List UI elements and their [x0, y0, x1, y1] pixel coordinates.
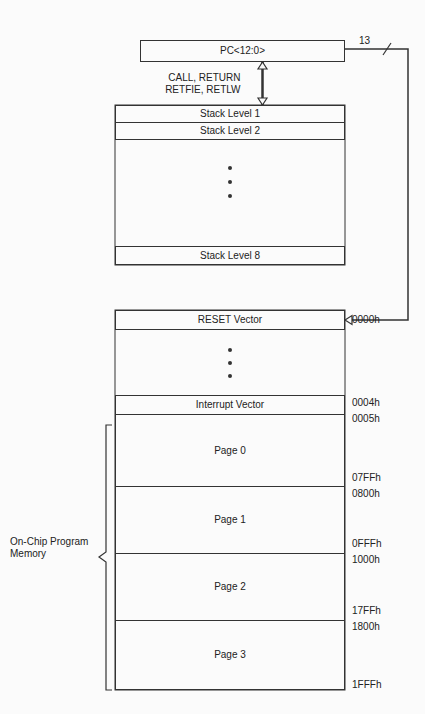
region-label: On-Chip Program Memory: [10, 536, 92, 559]
memory-row: Page 1: [115, 486, 345, 554]
address-label: 0000h: [352, 314, 380, 326]
memory-row: Stack Level 1: [115, 105, 345, 123]
address-label: 1000h: [352, 554, 380, 566]
address-label: 1FFFh: [352, 679, 381, 691]
node-text: Stack Level 8: [200, 250, 260, 262]
bus-slash: [383, 43, 391, 55]
stack-ellipsis: [228, 166, 232, 198]
memory-row: RESET Vector: [115, 310, 345, 330]
address-label: 0FFFh: [352, 538, 381, 550]
address-label: 0800h: [352, 488, 380, 500]
node-text: RESET Vector: [198, 314, 262, 326]
node-text: Stack Level 1: [200, 108, 260, 120]
address-bus: [345, 43, 408, 325]
edge-label: 13: [359, 35, 383, 47]
memory-row: Stack Level 2: [115, 122, 345, 140]
address-label: 1800h: [352, 621, 380, 633]
node-text: PC<12:0>: [220, 45, 265, 57]
memory-row: Page 0: [115, 414, 345, 487]
address-label: 0004h: [352, 397, 380, 409]
address-label: 07FFh: [352, 472, 381, 484]
address-label: 0005h: [352, 413, 380, 425]
node-text: Page 0: [214, 445, 246, 457]
memory-row: Stack Level 8: [115, 246, 345, 265]
node-text: Stack Level 2: [200, 125, 260, 137]
node-text: Interrupt Vector: [196, 399, 264, 411]
memory-row: Page 3: [115, 620, 345, 690]
node-text: Page 2: [214, 581, 246, 593]
address-label: 17FFh: [352, 605, 381, 617]
register-box: PC<12:0>: [140, 40, 345, 62]
arrow-head: [345, 316, 352, 325]
memory-bracket: [99, 425, 112, 690]
node-text: Page 3: [214, 649, 246, 661]
node-text: Page 1: [214, 514, 246, 526]
arrow-head: [258, 62, 267, 69]
arrow-head: [258, 98, 267, 105]
memory-ellipsis: [228, 348, 232, 378]
memory-outline: [115, 310, 345, 690]
memory-row: Page 2: [115, 553, 345, 621]
edge-label: CALL, RETURN RETFIE, RETLW: [141, 72, 241, 95]
stack-outline: [115, 105, 345, 265]
memory-row: Interrupt Vector: [115, 395, 345, 415]
stack-arrow: [258, 62, 267, 105]
connector-line: [345, 49, 408, 320]
